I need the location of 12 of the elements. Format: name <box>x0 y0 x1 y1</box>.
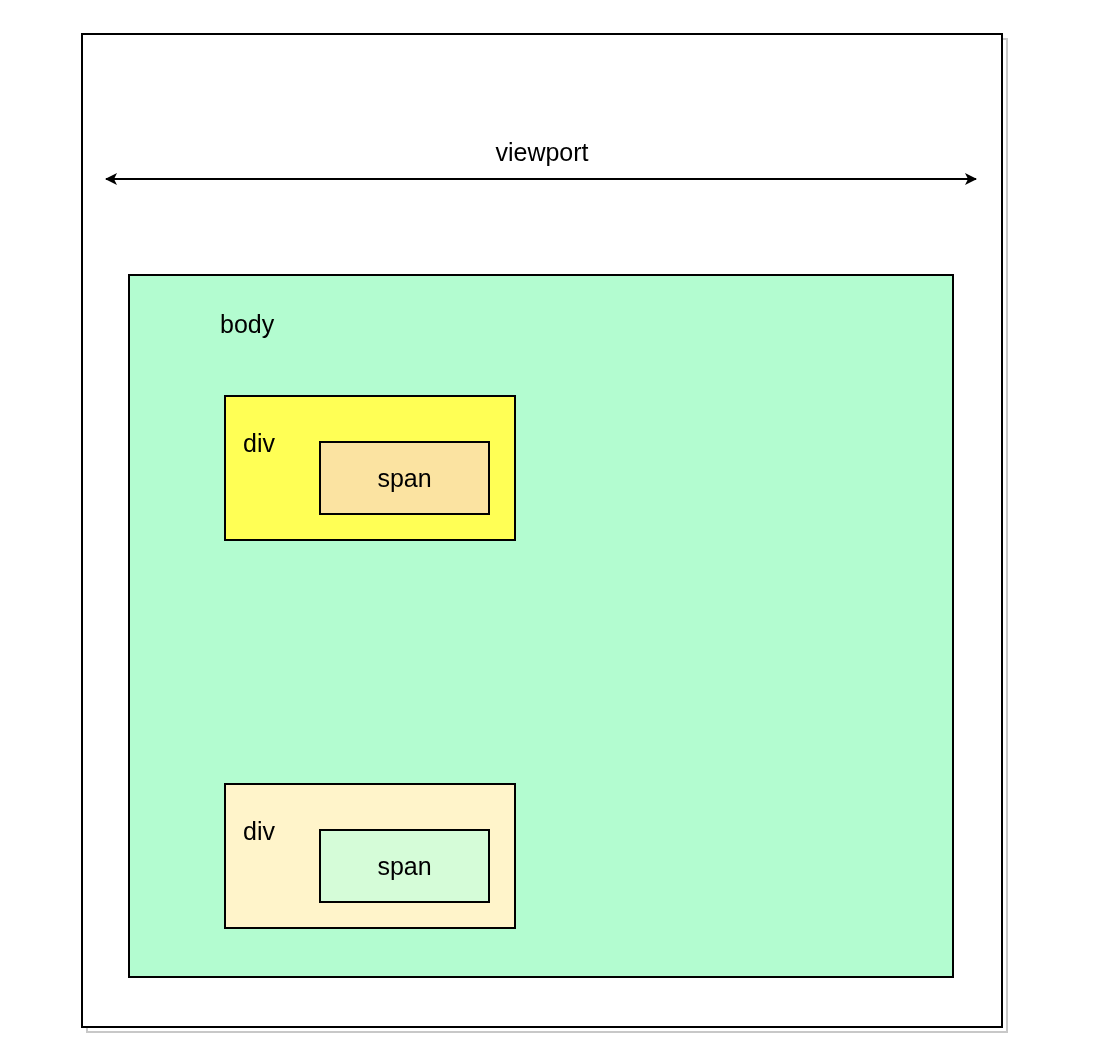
span-box <box>319 829 490 903</box>
element-label: body <box>220 312 275 337</box>
viewport-label: viewport <box>494 140 590 165</box>
span-box <box>319 441 490 515</box>
element-label: span <box>376 466 433 491</box>
viewport-frame <box>81 33 1003 1028</box>
element-label: span <box>376 854 433 879</box>
element-label: div <box>243 431 275 456</box>
element-label: div <box>243 819 275 844</box>
div-box <box>224 783 516 929</box>
div-box <box>224 395 516 541</box>
body-box <box>128 274 954 978</box>
